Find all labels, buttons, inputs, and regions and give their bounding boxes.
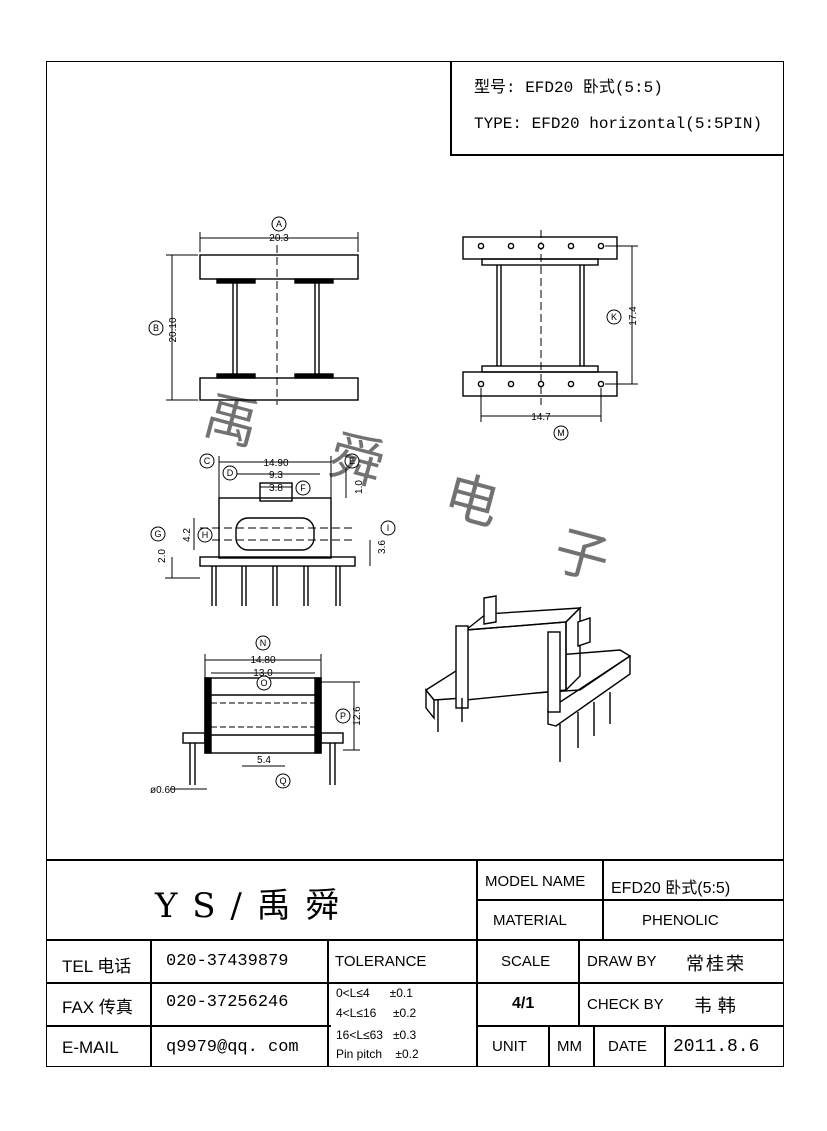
type-box-bottom-border [450,154,784,156]
bottom-flange [199,377,359,401]
label-a: A [276,219,282,229]
type-line-cn: 型号: EFD20 卧式(5:5) [474,79,663,97]
dim-a: 20.3 [269,233,289,244]
unit-label: UNIT [492,1038,527,1055]
label-d: D [227,468,234,478]
drawing-sheet [46,61,784,1067]
label-q: Q [279,776,286,786]
label-p: P [340,711,346,721]
model-name-label: MODEL NAME [485,873,586,890]
material-label: MATERIAL [493,912,567,929]
isometric-view [424,595,632,762]
material-value: PHENOLIC [642,912,719,929]
fax-value: 020-37256246 [166,993,289,1012]
email-value: q9979@qq. com [166,1038,299,1057]
tolerance-label: TOLERANCE [335,953,427,970]
technical-drawing: 20.3 20.10 17.4 14.7 14.90 9.3 3.8 1.0 4… [148,216,639,796]
date-label: DATE [608,1038,647,1055]
dim-k: 17.4 [628,306,639,326]
email-label: E-MAIL [62,1038,119,1057]
type-line-en: TYPE: EFD20 horizontal(5:5PIN) [474,115,763,133]
label-o: O [260,678,267,688]
dim-f: 3.8 [269,483,283,494]
tolerance-row-4: Pin pitch ±0.2 [336,1047,419,1061]
dim-h: 4.2 [182,528,193,542]
label-h: H [202,530,209,540]
dim-e: 1.0 [354,480,365,494]
watermark-char-4: 子 [548,520,616,592]
end-view [165,456,371,606]
check-by-label: CHECK BY [587,996,664,1013]
label-b: B [153,323,159,333]
dim-m: 14.7 [531,412,551,423]
label-m: M [557,428,565,438]
dim-q: 5.4 [257,755,271,766]
front-view [166,232,359,405]
dim-o: 13.0 [253,668,273,679]
tolerance-row-1: 0<L≤4 ±0.1 [336,986,413,1000]
check-by-value: 韦 韩 [694,996,736,1017]
unit-value: MM [557,1038,582,1055]
dim-p: 12.6 [352,706,363,726]
top-flange [199,254,359,280]
type-box-left-border [450,61,452,155]
model-name-value: EFD20 卧式(5:5) [611,880,731,897]
dim-pin: ø0.60 [150,785,176,796]
label-i: I [387,523,390,533]
tolerance-row-3: 16<L≤63 ±0.3 [336,1028,417,1042]
top-view [170,654,360,790]
label-e: E [349,456,355,466]
tel-label: TEL 电话 [62,957,132,976]
tolerance-row-2: 4<L≤16 ±0.2 [336,1006,417,1020]
tel-value: 020-37439879 [166,952,289,971]
label-f: F [300,483,306,493]
company-name: Y S / 禹 舜 [155,886,342,926]
dim-g: 2.0 [157,549,168,563]
dim-n: 14.80 [250,655,275,666]
draw-by-value: 常桂荣 [686,954,746,975]
side-view [462,230,638,422]
scale-label: SCALE [501,953,551,970]
label-g: G [154,529,161,539]
dim-c: 14.90 [263,458,288,469]
dim-i: 3.6 [377,540,388,554]
label-n: N [260,638,267,648]
scale-value: 4/1 [512,995,535,1012]
watermark-char-2: 舜 [323,425,391,497]
watermark-char-1: 禹 [198,385,266,457]
label-k: K [611,312,617,322]
watermark-char-3: 电 [438,465,506,537]
draw-by-label: DRAW BY [587,953,657,970]
dim-d: 9.3 [269,470,283,481]
label-c: C [204,456,211,466]
fax-label: FAX 传真 [62,998,133,1017]
dim-b: 20.10 [168,317,179,342]
date-value: 2011.8.6 [673,1037,760,1057]
